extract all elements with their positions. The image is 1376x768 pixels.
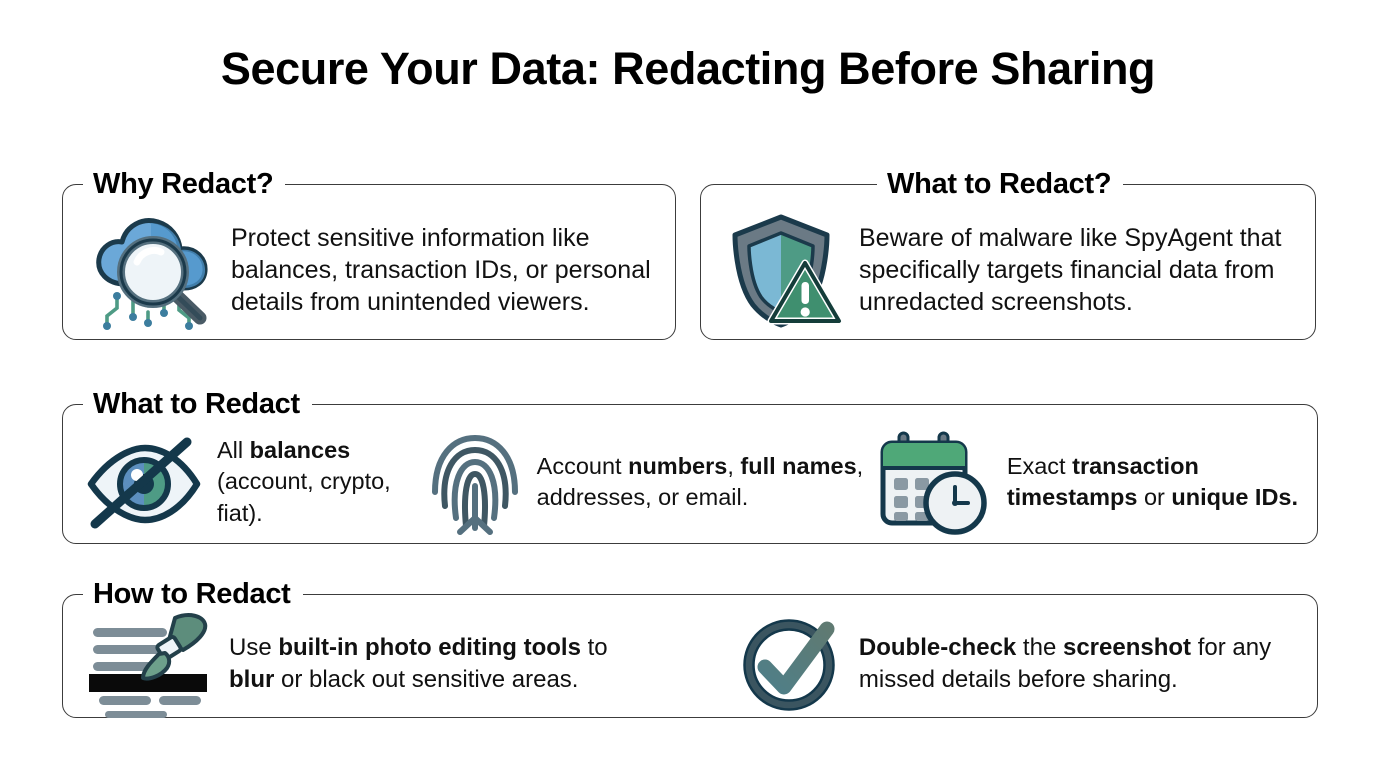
list-item: Account numbers, full names, addresses, … [427, 428, 877, 536]
list-item-text: Exact transaction timestamps or unique I… [1006, 452, 1299, 510]
panel-legend-how-to-redact: How to Redact [93, 578, 291, 610]
list-item: All balances (account, crypto, fiat). [83, 434, 427, 530]
list-item-text: Double-check the screenshot for any miss… [858, 633, 1272, 693]
cloud-magnifier-icon [85, 206, 215, 334]
panel-body-how-to-redact: Use built-in photo editing tools to blur… [63, 610, 1317, 718]
brush-redact-icon [85, 610, 213, 718]
panel-what-to-redact: What to Redact All balances (account, [62, 388, 1318, 544]
list-item-text: Protect sensitive information like balan… [231, 224, 651, 316]
panel-legend-what-to-redact-question: What to Redact? [887, 168, 1112, 200]
page-title: Secure Your Data: Redacting Before Shari… [220, 43, 1156, 94]
check-circle-icon [739, 613, 843, 715]
list-item-text: Beware of malware like SpyAgent that spe… [859, 224, 1282, 316]
panel-body-what-to-redact: All balances (account, crypto, fiat). [63, 421, 1317, 543]
list-item-text: All balances (account, crypto, fiat). [217, 436, 391, 526]
list-item: Double-check the screenshot for any miss… [739, 613, 1299, 715]
list-item-text: Account numbers, full names, addresses, … [536, 452, 864, 510]
eye-off-icon [83, 434, 203, 530]
list-item: Use built-in photo editing tools to blur… [85, 610, 659, 718]
fingerprint-icon [427, 428, 523, 536]
calendar-clock-icon [877, 429, 993, 535]
panel-legend-what-to-redact: What to Redact [93, 388, 300, 420]
panel-how-to-redact: How to Redact [62, 578, 1318, 718]
panel-why-redact: Why Redact? [62, 168, 676, 340]
panel-what-to-redact-question: What to Redact? [700, 168, 1316, 340]
list-item: Beware of malware like SpyAgent that spe… [723, 209, 1297, 331]
list-item: Exact transaction timestamps or unique I… [877, 429, 1303, 535]
panel-legend-why-redact: Why Redact? [93, 168, 274, 200]
panel-body-what-to-redact-question: Beware of malware like SpyAgent that spe… [701, 201, 1315, 339]
list-item-text: Use built-in photo editing tools to blur… [229, 633, 608, 693]
list-item: Protect sensitive information like balan… [85, 206, 657, 334]
panel-body-why-redact: Protect sensitive information like balan… [63, 201, 675, 339]
shield-warning-icon [723, 209, 843, 331]
